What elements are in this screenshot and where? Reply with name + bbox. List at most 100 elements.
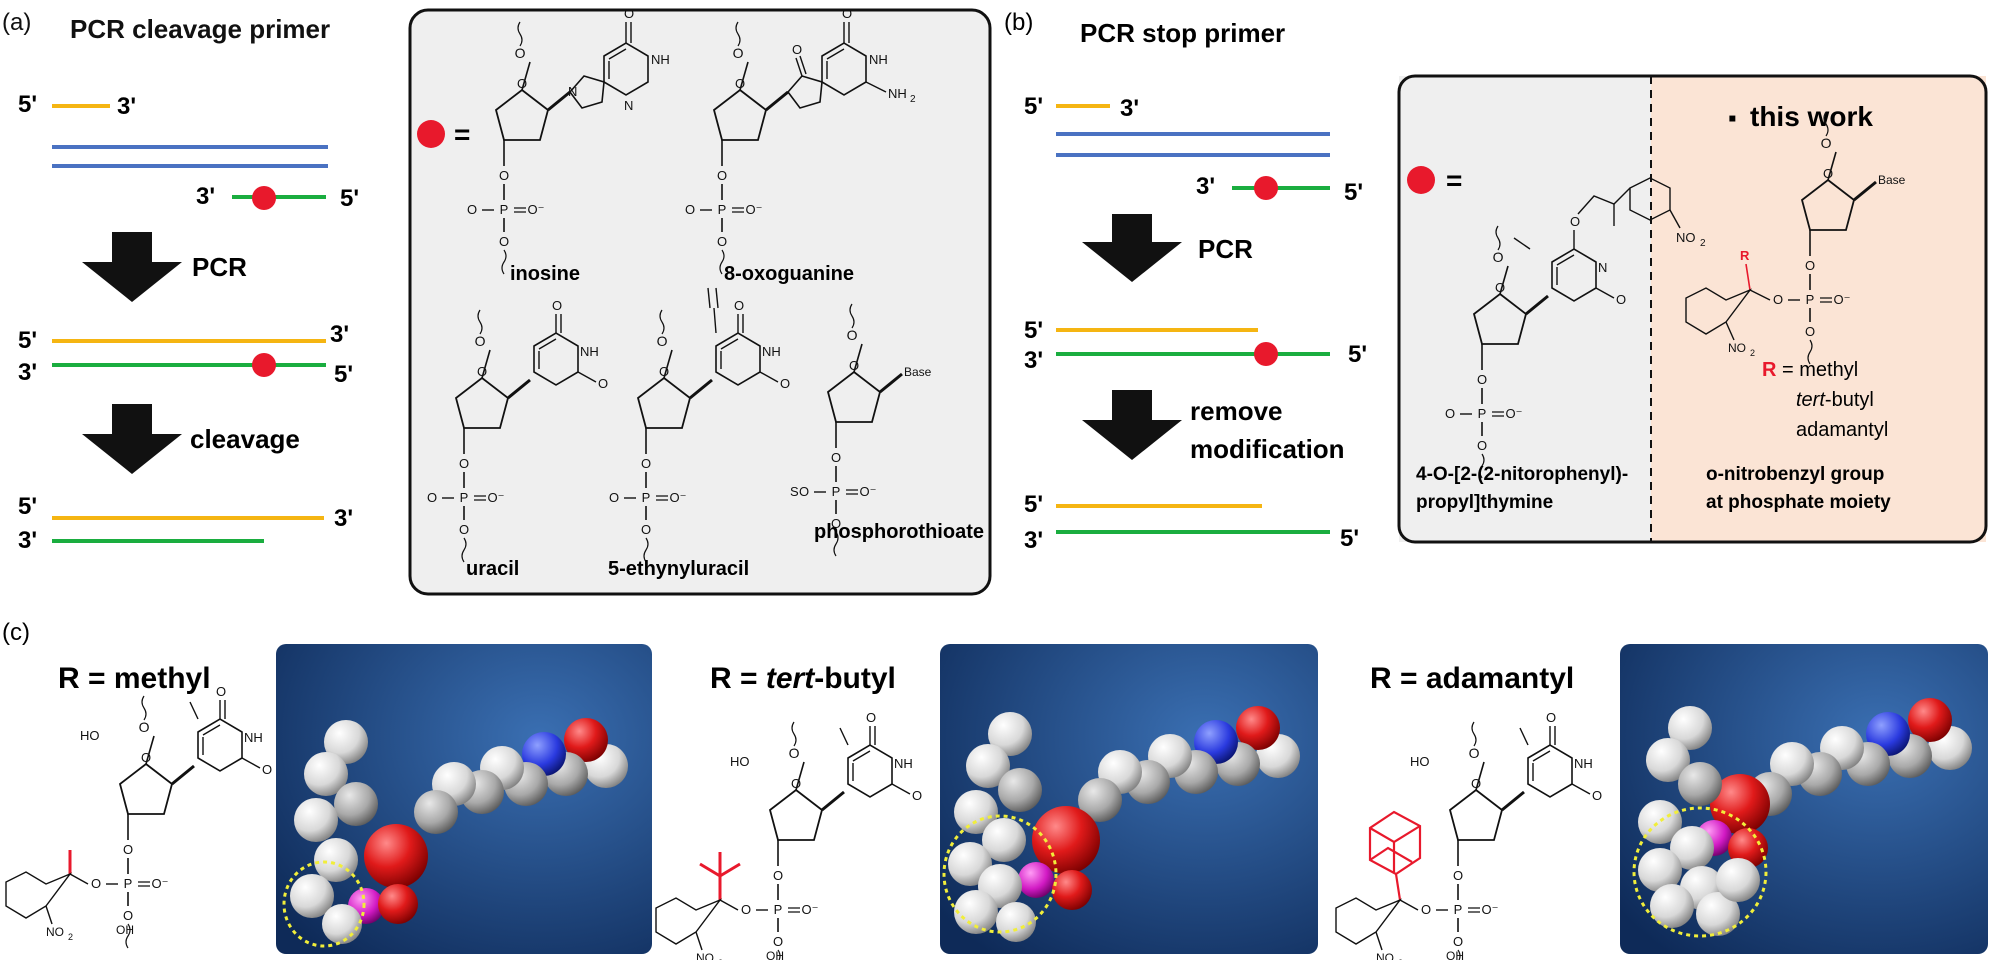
- arrow-label-pcr: PCR: [192, 252, 247, 282]
- svg-text:O: O: [1570, 214, 1580, 229]
- svg-text:HO: HO: [730, 754, 750, 769]
- r-group-label: R: [1740, 248, 1750, 263]
- modification-mark: [1254, 176, 1278, 200]
- stop-primer-box: [1397, 74, 1988, 544]
- strand-label: 3': [18, 359, 37, 386]
- label-5-ethynyluracil: 5-ethynyluracil: [608, 558, 749, 580]
- panel-b: (b) PCR stop primer 5' 3' 3' 5' PCR 5' 3…: [1004, 9, 1988, 554]
- svg-text:NO: NO: [1676, 230, 1696, 245]
- svg-text:N: N: [1598, 260, 1607, 275]
- svg-text:O: O: [1592, 788, 1602, 803]
- svg-text:N: N: [568, 84, 577, 99]
- svg-text:2: 2: [68, 932, 73, 942]
- r-label: R: [1762, 359, 1777, 381]
- space-filling-model-methyl: [276, 644, 652, 954]
- inosine-structure: N O NH N: [465, 6, 670, 276]
- strand-label: 3': [117, 93, 136, 120]
- svg-text:NH: NH: [244, 730, 263, 745]
- svg-text:O: O: [598, 376, 608, 391]
- svg-text:HO: HO: [80, 728, 100, 743]
- svg-text:2: 2: [910, 94, 916, 105]
- down-arrow: [82, 404, 182, 474]
- svg-text:O: O: [734, 298, 744, 313]
- svg-text:O: O: [262, 762, 272, 777]
- strand-label: 3': [1120, 95, 1139, 122]
- svg-text:N: N: [624, 98, 633, 113]
- down-arrow: [82, 232, 182, 302]
- label-phosphorothioate: phosphorothioate: [814, 521, 984, 543]
- svg-text:O: O: [842, 6, 852, 21]
- svg-text:S: S: [790, 484, 799, 499]
- svg-text:NO: NO: [1376, 951, 1394, 960]
- orange-box-fill: [1651, 76, 1986, 542]
- r-adamantyl: adamantyl: [1796, 419, 1888, 441]
- panel-a-title: PCR cleavage primer: [70, 14, 330, 44]
- this-work-bullet: ▪: [1728, 105, 1737, 132]
- modification-box: [408, 8, 992, 596]
- nitrophenylpropyl-thymine-structure: O NO 2 N O: [1443, 177, 1706, 480]
- svg-text:O: O: [552, 298, 562, 313]
- caption-this-work-line1: o-nitrobenzyl group: [1706, 464, 1884, 485]
- svg-text:NH: NH: [762, 344, 781, 359]
- r-tert-butyl-heading: R = tert-butyl: [710, 662, 896, 695]
- svg-text:O: O: [624, 6, 634, 21]
- space-filling-model-tert-butyl: [940, 644, 1318, 954]
- svg-text:NH: NH: [869, 52, 888, 67]
- space-filling-model-adamantyl: [1620, 644, 1988, 954]
- gray-box-fill: [1399, 76, 1651, 542]
- svg-text:Base: Base: [904, 365, 932, 379]
- highlight-circle: [1632, 806, 1768, 938]
- strand-label: 3': [18, 527, 37, 554]
- r-adamantyl-heading: R = adamantyl: [1370, 662, 1574, 695]
- oxoguanine-structure: O O NH NH 2: [683, 6, 916, 276]
- this-work-title: this work: [1750, 101, 1873, 132]
- arrow-label-remove: remove: [1190, 396, 1283, 426]
- strand-label: 5': [334, 361, 353, 388]
- svg-text:O: O: [780, 376, 790, 391]
- svg-text:O: O: [1546, 710, 1556, 725]
- svg-text:O: O: [792, 42, 802, 57]
- caption-thymine-line1: 4-O-[2-(2-nitorophenyl)-: [1416, 464, 1628, 485]
- svg-text:HO: HO: [1410, 754, 1430, 769]
- phosphorothioate-structure: Base S: [790, 302, 932, 558]
- svg-text:O: O: [866, 710, 876, 725]
- strand-label: 3': [196, 183, 215, 210]
- modification-mark: [1254, 342, 1278, 366]
- svg-text:NH: NH: [651, 52, 670, 67]
- svg-text:NO: NO: [46, 925, 64, 939]
- r-methyl-heading: R = methyl: [58, 662, 211, 695]
- svg-text:O: O: [912, 788, 922, 803]
- svg-text:OH: OH: [116, 923, 134, 937]
- svg-text:NO: NO: [1728, 341, 1746, 355]
- panel-c-tag: (c): [2, 619, 30, 646]
- strand-label: 3': [1196, 173, 1215, 200]
- svg-text:NH: NH: [888, 86, 907, 101]
- strand-label: 5': [18, 91, 37, 118]
- methyl-analog-structure: O NH O HO NO 2 OH: [5, 684, 272, 950]
- panel-c: (c) R = methyl R = tert-butyl R = adaman…: [2, 619, 1988, 960]
- svg-text:2: 2: [1398, 958, 1403, 960]
- svg-text:2: 2: [718, 958, 723, 960]
- r-methyl: = methyl: [1782, 359, 1858, 381]
- strand-label: 5': [18, 493, 37, 520]
- svg-text:O: O: [1616, 292, 1626, 307]
- svg-text:Base: Base: [1878, 173, 1906, 187]
- strand-label: 5': [340, 185, 359, 212]
- ethynyluracil-structure: O NH O: [607, 287, 790, 564]
- equals-sign: =: [454, 119, 470, 150]
- svg-text:NH: NH: [580, 344, 599, 359]
- panel-a: (a) PCR cleavage primer 5' 3' 3' 5' PCR …: [2, 6, 992, 596]
- adamantyl-analog-structure: O NH O HO NO 2 OH: [1335, 710, 1602, 960]
- tert-butyl-analog-structure: O NH O HO NO 2 OH: [655, 710, 922, 960]
- panel-b-title: PCR stop primer: [1080, 18, 1285, 48]
- panel-a-tag: (a): [2, 9, 31, 36]
- down-arrow: [1082, 214, 1182, 282]
- strand-label: 5': [1024, 491, 1043, 518]
- strand-label: 5': [1024, 93, 1043, 120]
- label-8-oxoguanine: 8-oxoguanine: [724, 263, 854, 285]
- strand-label: 5': [1344, 179, 1363, 206]
- arrow-label-pcr: PCR: [1198, 234, 1253, 264]
- strand-label: 3': [334, 505, 353, 532]
- modification-mark: [252, 186, 276, 210]
